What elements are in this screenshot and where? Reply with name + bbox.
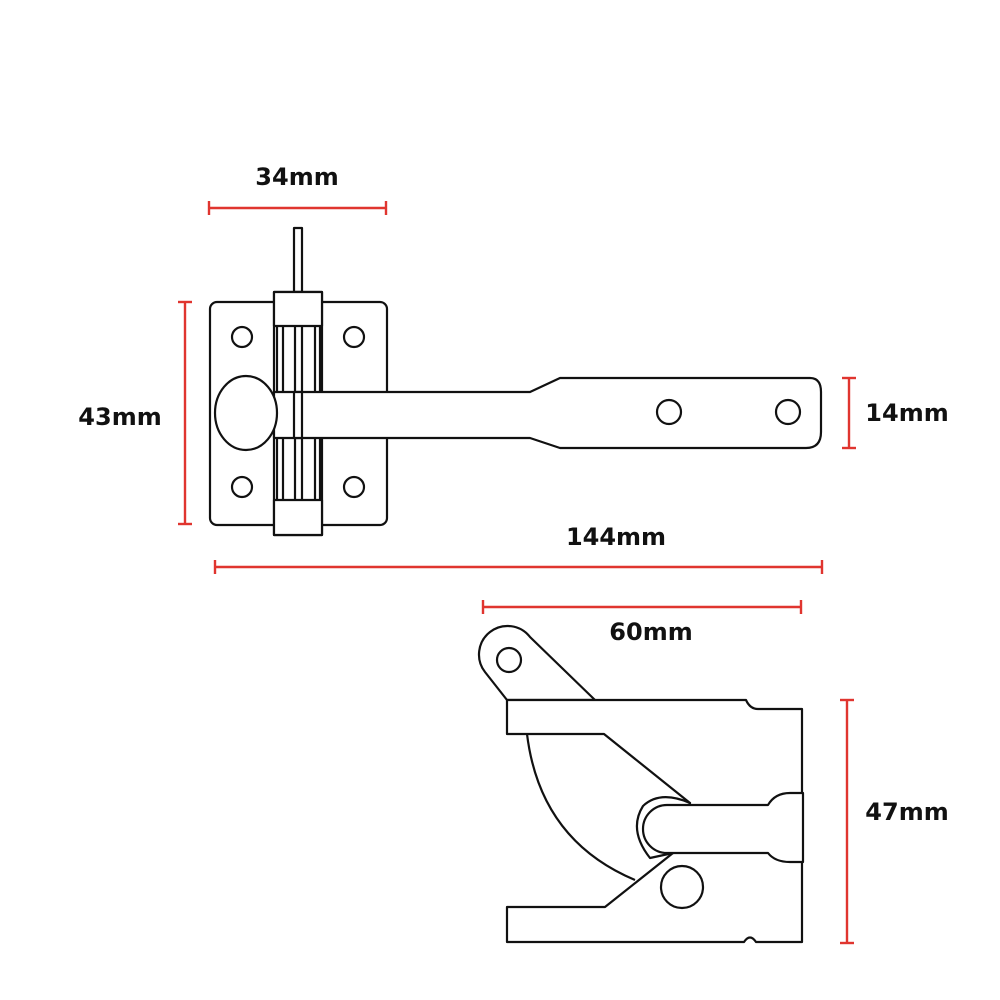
bar-hole — [774, 398, 802, 426]
catch-hole — [659, 864, 705, 910]
hinge-cap-bottom — [272, 498, 324, 537]
spring-rod — [292, 226, 304, 294]
latch-bar-assembly — [208, 226, 823, 537]
dim-line-47 — [840, 698, 854, 945]
rod-over-bar — [292, 390, 304, 440]
screw-hole — [342, 475, 366, 499]
dim-label-144: 144mm — [565, 523, 667, 551]
dim-line-14 — [842, 376, 856, 450]
dim-line-144 — [213, 560, 824, 574]
dim-line-34 — [207, 201, 388, 215]
dim-label-34: 34mm — [255, 163, 339, 191]
screw-hole — [230, 325, 254, 349]
hinge-cap-top — [272, 290, 324, 328]
dim-label-43: 43mm — [78, 403, 162, 431]
catch-body — [505, 698, 804, 944]
catch-lever — [641, 791, 805, 864]
catch-tab — [477, 624, 597, 702]
screw-hole — [342, 325, 366, 349]
catch-cam-curve — [525, 733, 636, 882]
tab-hole — [495, 646, 523, 674]
dim-line-43 — [178, 300, 192, 526]
screw-hole — [230, 475, 254, 499]
latch-bar — [272, 376, 823, 450]
dim-label-14: 14mm — [865, 399, 949, 427]
dimension-lines — [178, 201, 856, 945]
gate-catch — [477, 624, 805, 944]
dim-label-60: 60mm — [609, 618, 693, 646]
dim-label-47: 47mm — [865, 798, 949, 826]
bar-knob — [213, 374, 279, 452]
dim-line-60 — [481, 600, 803, 614]
bar-hole — [655, 398, 683, 426]
